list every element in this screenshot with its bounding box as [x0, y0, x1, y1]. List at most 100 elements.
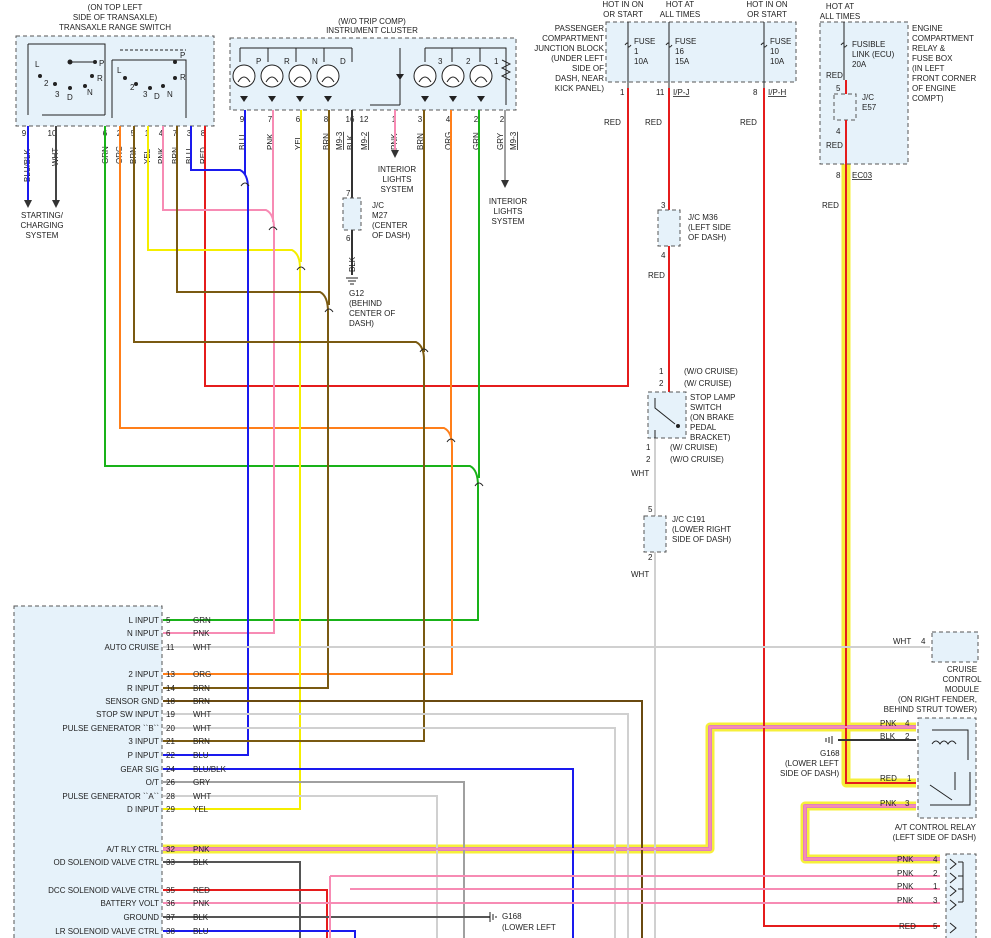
wire-label: GRN — [193, 616, 211, 625]
wire-label: YEL — [294, 134, 303, 150]
wire-label: WHT — [893, 637, 911, 646]
wire-label: PNK — [193, 899, 210, 908]
pin-number: 4 — [661, 251, 666, 260]
tcm-pin-label: L INPUT — [129, 616, 159, 625]
text-line: INTERIOR — [378, 165, 416, 174]
interior-lights-label-2: INTERIOR LIGHTS SYSTEM — [489, 197, 527, 226]
pin-number: 6 — [166, 629, 171, 638]
starting-charging-label: STARTING/ CHARGING SYSTEM — [20, 211, 63, 240]
text-line: STOP LAMP — [690, 393, 736, 402]
text-line: ENGINE — [912, 24, 943, 33]
text-line: LINK (ECU) — [852, 50, 895, 59]
text-line: COMPARTMENT — [542, 34, 604, 43]
wire-label: BLK — [193, 858, 209, 867]
pin-number: 1 — [646, 443, 651, 452]
connector-id: EC03 — [852, 171, 873, 180]
connector-id: M9-2 — [360, 131, 369, 150]
text-line: DASH) — [349, 319, 374, 328]
wire-label: WHT — [193, 643, 211, 652]
pin-number: 36 — [166, 899, 175, 908]
wire-label: RED — [193, 886, 210, 895]
jc-c191: 5 2 J/C C191 (LOWER RIGHT SIDE OF DASH) … — [631, 505, 731, 579]
pin-number: 7 — [346, 189, 351, 198]
fuse-label: FUSE — [675, 37, 696, 46]
text-line: HOT IN ON — [602, 0, 643, 9]
instrument-cluster: (W/O TRIP COMP) INSTRUMENT CLUSTER P R N… — [229, 17, 518, 150]
wire-label: RED — [826, 141, 843, 150]
wire-label: RED — [604, 118, 621, 127]
text-line: (W/ CRUISE) — [684, 379, 732, 388]
wire-label: PNK — [193, 845, 210, 854]
tcm-pin-label: BATTERY VOLT — [100, 899, 159, 908]
text-line: HOT IN ON — [746, 0, 787, 9]
text-line: J/C M36 — [688, 213, 718, 222]
text-line: BRACKET) — [690, 433, 731, 442]
wire-label: PNK — [193, 629, 210, 638]
pin-number: 2 — [933, 869, 938, 878]
pin-number: 6 — [346, 234, 351, 243]
text-line: (W/O CRUISE) — [670, 455, 724, 464]
wire-label: RED — [199, 147, 208, 164]
wire-label: BLU — [238, 134, 247, 150]
text-line: OR START — [747, 10, 787, 19]
range-letter: D — [154, 92, 160, 101]
text-line: (UNDER LEFT — [551, 54, 604, 63]
wire-label: GRN — [472, 132, 481, 150]
text-line: (BEHIND — [349, 299, 382, 308]
tcm-pin-label: AUTO CRUISE — [104, 643, 159, 652]
cluster-title: INSTRUMENT CLUSTER — [326, 26, 418, 35]
text-line: OF DASH) — [688, 233, 727, 242]
g168-bottom: G168 (LOWER LEFT — [489, 912, 556, 932]
text-line: (W/O CRUISE) — [684, 367, 738, 376]
text-line: SIDE OF — [572, 64, 604, 73]
pin-number: 37 — [166, 913, 175, 922]
text-line: CRUISE — [947, 665, 977, 674]
engine-relay-box: HOT AT ALL TIMES FUSIBLE LINK (ECU) 20A … — [819, 2, 977, 210]
text-line: (ON BRAKE — [690, 413, 734, 422]
pin-number: 3 — [905, 799, 910, 808]
wire-label: RED — [648, 271, 665, 280]
text-line: COMPARTMENT — [912, 34, 974, 43]
pin-number: 3 — [187, 129, 192, 138]
passenger-junction-block: PASSENGER COMPARTMENT JUNCTION BLOCK (UN… — [534, 0, 797, 127]
text-line: (IN LEFT — [912, 64, 945, 73]
text-line: INTERIOR — [489, 197, 527, 206]
wires — [104, 80, 940, 938]
pin-number: 10 — [48, 129, 57, 138]
range-switch-title: SIDE OF TRANSAXLE) — [73, 13, 158, 22]
pin-number: 2 — [646, 455, 651, 464]
text-line: PASSENGER — [555, 24, 604, 33]
tcm-pin-label: R INPUT — [127, 684, 159, 693]
pin-number: 13 — [166, 670, 175, 679]
lamp-letter: N — [312, 57, 318, 66]
range-letter: 2 — [44, 79, 49, 88]
tcm-pin-label: 3 INPUT — [128, 737, 159, 746]
pin-number: 28 — [166, 792, 175, 801]
wire-label: WHT — [631, 570, 649, 579]
pin-number: 18 — [166, 697, 175, 706]
wire-label: YEL — [193, 805, 209, 814]
text-line: BEHIND STRUT TOWER) — [884, 705, 978, 714]
pin-number: 20 — [166, 724, 175, 733]
pin-number: 2 — [500, 115, 505, 124]
text-line: J/C C191 — [672, 515, 706, 524]
indicator-lamps: P R N D R 3 2 1 — [232, 57, 499, 88]
text-line: CHARGING — [20, 221, 63, 230]
pin-number: 14 — [166, 684, 175, 693]
text-line: RELAY & — [912, 44, 946, 53]
range-letter: 2 — [130, 83, 135, 92]
wire-label: RED — [826, 71, 843, 80]
pin-number: 21 — [166, 737, 175, 746]
pin-number: 12 — [360, 115, 369, 124]
range-letter: N — [87, 88, 93, 97]
wire-label: BLK — [880, 732, 896, 741]
text-line: ALL TIMES — [660, 10, 700, 19]
wire-label: RED — [899, 922, 916, 931]
connector-id: I/P-H — [768, 88, 786, 97]
pin-number: 16 — [346, 115, 355, 124]
tcm-pin-label: O/T — [146, 778, 159, 787]
range-letter: D — [67, 93, 73, 102]
text-line: SWITCH — [690, 403, 722, 412]
